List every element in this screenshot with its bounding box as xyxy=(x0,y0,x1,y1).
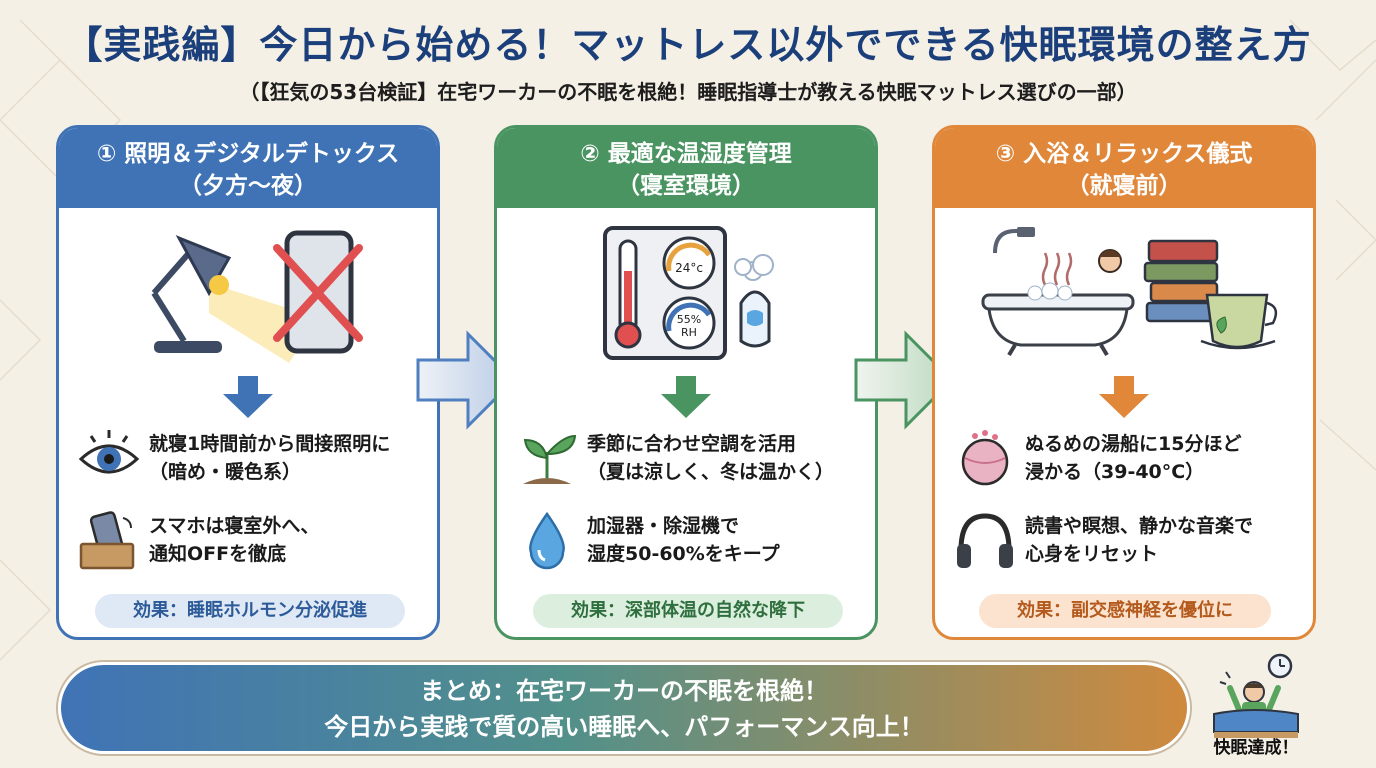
item-line2: 浸かる（39-40°C） xyxy=(1025,461,1205,483)
effect-badge: 効果：睡眠ホルモン分泌促進 xyxy=(95,594,405,628)
card-temperature-humidity: ② 最適な温湿度管理 （寝室環境） 24°c 55% RH xyxy=(494,125,878,640)
right-arrow-icon xyxy=(854,330,954,430)
card-header: ② 最適な温湿度管理 （寝室環境） xyxy=(497,128,875,208)
gauge-temperature: 24°c xyxy=(675,261,703,275)
gauge-humidity-bottom: RH xyxy=(681,326,697,339)
page-title: 【実践編】今日から始める！マットレス以外でできる快眠環境の整え方 xyxy=(64,23,1312,67)
water-drop-icon xyxy=(529,511,565,570)
item-line1: 季節に合わせ空調を活用 xyxy=(587,433,797,455)
summary-banner: まとめ：在宅ワーカーの不眠を根絶！ 今日から実践で質の高い睡眠へ、パフォーマンス… xyxy=(58,662,1190,754)
down-arrow-icon xyxy=(223,376,273,418)
item-line1: 読書や瞑想、静かな音楽で xyxy=(1025,515,1254,537)
sprout-icon xyxy=(523,434,577,484)
item-line2: 湿度50-60%をキープ xyxy=(587,543,780,565)
item-line1: スマホは寝室外へ、 xyxy=(149,515,320,537)
item-line2: 心身をリセット xyxy=(1025,543,1159,565)
card-heading-line2: （寝室環境） xyxy=(617,173,755,199)
card-header: ③ 入浴＆リラックス儀式 （就寝前） xyxy=(935,128,1313,208)
down-arrow-icon xyxy=(1099,376,1149,418)
card-heading-line1: ③ 入浴＆リラックス儀式 xyxy=(995,141,1253,167)
item-line1: 加湿器・除湿機で xyxy=(587,515,740,537)
effect-badge: 効果：副交感神経を優位に xyxy=(979,594,1271,628)
card-lighting-digital-detox: ① 照明＆デジタルデトックス （夕方〜夜） 就寝1時間前から間接照明に （暗め・… xyxy=(56,125,440,640)
books-and-tea-icon xyxy=(1143,239,1278,350)
right-arrow-icon xyxy=(416,330,516,430)
thermometer-hygrometer-illustration: 24°c 55% RH xyxy=(603,226,774,360)
eye-icon xyxy=(78,430,140,474)
summary-line2: 今日から実践で質の高い睡眠へ、パフォーマンス向上！ xyxy=(324,713,924,741)
lamp-and-phone-illustration xyxy=(151,230,363,363)
effect-badge: 効果：深部体温の自然な降下 xyxy=(533,594,843,628)
item-line1: 就寝1時間前から間接照明に xyxy=(149,433,391,455)
item-line1: ぬるめの湯船に15分ほど xyxy=(1025,433,1242,455)
smartphone-crossed-icon xyxy=(273,230,363,354)
page-subtitle: （【狂気の53台検証】在宅ワーカーの不眠を根絶！睡眠指導士が教える快眠マットレス… xyxy=(239,80,1137,104)
phone-box-icon xyxy=(79,511,135,570)
thermo-hygrometer-icon: 24°c 55% RH xyxy=(603,226,727,360)
down-arrow-icon xyxy=(661,376,711,418)
good-sleep-badge-icon xyxy=(1213,653,1299,738)
item-line2: 通知OFFを徹底 xyxy=(149,543,287,565)
item-line2: （夏は涼しく、冬は温かく） xyxy=(587,461,835,483)
item-line2: （暗め・暖色系） xyxy=(149,461,302,483)
card-heading-line1: ② 最適な温湿度管理 xyxy=(580,141,792,167)
good-sleep-badge-label: 快眠達成！ xyxy=(1213,738,1299,758)
card-heading-line2: （就寝前） xyxy=(1066,173,1182,199)
bathtub-icon xyxy=(981,227,1135,357)
card-item: 加湿器・除湿機で 湿度50-60%をキープ xyxy=(515,510,865,572)
card-item: 就寝1時間前から間接照明に （暗め・暖色系） xyxy=(77,428,427,490)
card-item: スマホは寝室外へ、 通知OFFを徹底 xyxy=(77,510,427,572)
card-item: 読書や瞑想、静かな音楽で 心身をリセット xyxy=(953,510,1303,572)
bath-and-books-illustration xyxy=(981,227,1278,357)
card-heading-line2: （夕方〜夜） xyxy=(179,173,317,199)
card-bath-relax: ③ 入浴＆リラックス儀式 （就寝前） xyxy=(932,125,1316,640)
gauge-humidity-top: 55% xyxy=(677,313,701,326)
headphones-icon xyxy=(957,513,1013,568)
card-header: ① 照明＆デジタルデトックス （夕方〜夜） xyxy=(59,128,437,208)
card-item: 季節に合わせ空調を活用 （夏は涼しく、冬は温かく） xyxy=(515,428,865,490)
humidifier-icon xyxy=(734,254,774,348)
bath-bomb-icon xyxy=(961,430,1009,486)
card-item: ぬるめの湯船に15分ほど 浸かる（39-40°C） xyxy=(953,428,1303,490)
summary-line1: まとめ：在宅ワーカーの不眠を根絶！ xyxy=(420,677,828,705)
card-heading-line1: ① 照明＆デジタルデトックス xyxy=(96,141,400,167)
